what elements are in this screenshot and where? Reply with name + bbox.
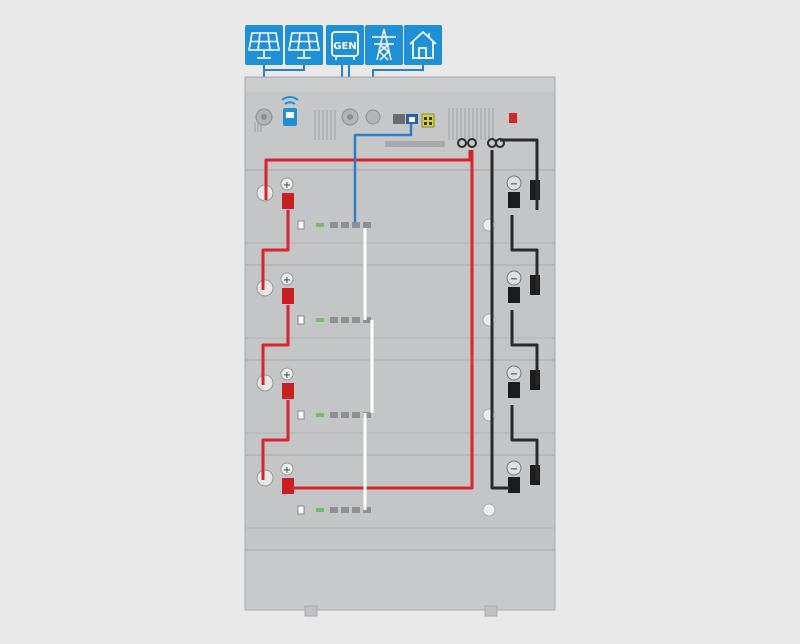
negative-lug (530, 275, 540, 295)
battery-modules: +−+−+−+− (244, 169, 556, 617)
source-icons: GEN (245, 25, 442, 65)
negative-terminal (508, 382, 520, 398)
house-icon (404, 25, 442, 65)
ring-lug (457, 138, 467, 148)
comm-port (330, 507, 338, 513)
positive-terminal-cap (256, 469, 274, 487)
module-housing (244, 264, 556, 361)
positive-marker (280, 272, 294, 286)
positive-main-cable (264, 150, 472, 200)
rs485-port-icon (393, 114, 418, 124)
negative-lug (530, 370, 540, 390)
comm-port (330, 412, 338, 418)
battery-cabinet (244, 76, 556, 171)
negative-link-cable (510, 310, 539, 385)
negative-symbol: − (510, 464, 518, 475)
battery-module-1: +− (244, 169, 556, 266)
dip-switch (297, 505, 305, 515)
module-housing (244, 359, 556, 456)
positive-symbol: + (283, 275, 291, 286)
comm-port (363, 412, 371, 418)
negative-marker (506, 175, 522, 191)
wifi-icon (281, 96, 299, 126)
vent-grille (254, 108, 494, 140)
negative-link-cable (510, 215, 539, 290)
dip-switch (297, 410, 305, 420)
battery-module-2: +− (244, 264, 556, 361)
positive-marker (280, 177, 294, 191)
negative-lug (530, 180, 540, 200)
positive-terminal (282, 288, 294, 304)
comm-port (352, 507, 360, 513)
status-led (316, 413, 324, 417)
negative-marker (506, 460, 522, 476)
comm-port (341, 507, 349, 513)
cabinet-foot (304, 605, 318, 617)
comm-port (363, 222, 371, 228)
solar-panel-icon (285, 25, 323, 65)
positive-symbol: + (283, 180, 291, 191)
negative-link-cable (510, 405, 539, 480)
negative-symbol: − (510, 274, 518, 285)
generator-label: GEN (333, 41, 356, 52)
negative-main-cable (500, 138, 539, 210)
comm-port (352, 317, 360, 323)
battery-module-4: +− (244, 454, 556, 551)
positive-return-cable (290, 150, 474, 490)
negative-lug (530, 465, 540, 485)
positive-link-cable (261, 210, 290, 290)
comm-port (341, 317, 349, 323)
terminal-block-icon (421, 113, 435, 128)
positive-terminal-cap (256, 374, 274, 392)
generator-icon: GEN (326, 25, 364, 65)
positive-marker (280, 462, 294, 476)
negative-terminal (508, 192, 520, 208)
transmission-tower-icon (365, 25, 403, 65)
dip-switch (297, 315, 305, 325)
positive-link-cable (261, 400, 290, 480)
ring-lug (467, 138, 477, 148)
positive-symbol: + (283, 370, 291, 381)
positive-marker (280, 367, 294, 381)
comm-port (363, 317, 371, 323)
status-led (316, 318, 324, 322)
negative-return-cable (490, 150, 510, 490)
status-led (316, 508, 324, 512)
negative-symbol: − (510, 369, 518, 380)
dip-switch (297, 220, 305, 230)
ring-lug (495, 138, 505, 148)
comm-port (330, 317, 338, 323)
positive-terminal (282, 193, 294, 209)
cabinet-foot (484, 605, 498, 617)
comm-port (363, 507, 371, 513)
comm-port (330, 222, 338, 228)
comm-port (341, 222, 349, 228)
positive-terminal (282, 478, 294, 494)
comm-port (352, 222, 360, 228)
solar-panel-icon (245, 25, 283, 65)
negative-terminal (508, 287, 520, 303)
cables (261, 124, 539, 510)
breaker-switch-icon (509, 113, 517, 123)
negative-marker (506, 270, 522, 286)
power-button (482, 503, 496, 517)
fan-vent-icon (255, 108, 381, 126)
battery-module-3: +− (244, 359, 556, 456)
positive-terminal-cap (256, 279, 274, 297)
cabinet-base (244, 549, 556, 611)
comm-port (341, 412, 349, 418)
status-led (316, 223, 324, 227)
positive-symbol: + (283, 465, 291, 476)
negative-terminal (508, 477, 520, 493)
positive-terminal (282, 383, 294, 399)
comm-port (352, 412, 360, 418)
communication-cable (353, 124, 413, 222)
negative-symbol: − (510, 179, 518, 190)
module-housing (244, 454, 556, 551)
negative-marker (506, 365, 522, 381)
positive-link-cable (261, 305, 290, 385)
